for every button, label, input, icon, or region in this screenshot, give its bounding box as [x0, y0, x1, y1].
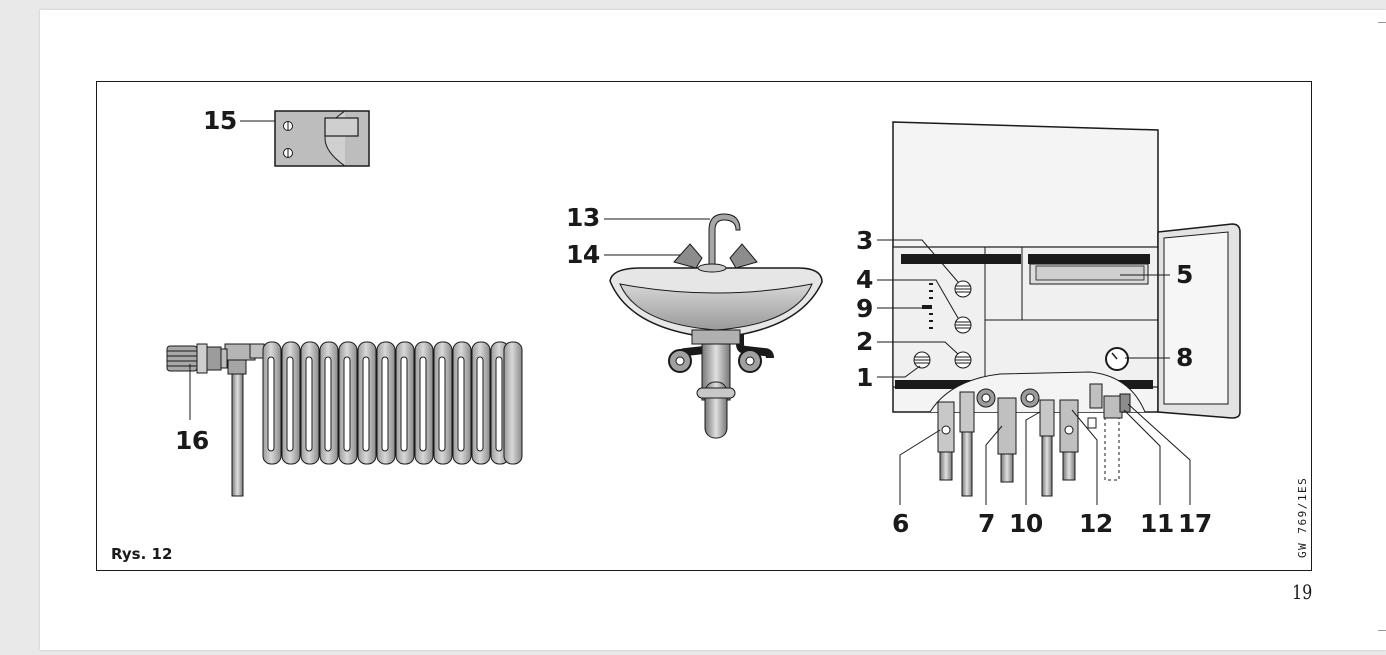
washbasin — [609, 213, 823, 439]
callout-9: 9 — [856, 294, 873, 323]
callout-2: 2 — [856, 327, 873, 356]
callout-7: 7 — [978, 509, 995, 538]
callout-14: 14 — [566, 240, 600, 269]
callout-4: 4 — [856, 265, 873, 294]
callout-17: 17 — [1178, 509, 1212, 538]
room-thermostat — [274, 110, 370, 167]
callout-11: 11 — [1140, 509, 1174, 538]
figure-caption: Rys. 12 — [111, 545, 173, 563]
boiler-unit — [892, 121, 1241, 497]
callout-6: 6 — [892, 509, 909, 538]
page-number: 19 — [1292, 580, 1313, 604]
crop-mark — [1378, 22, 1386, 23]
callout-10: 10 — [1009, 509, 1043, 538]
callout-15: 15 — [203, 106, 237, 135]
crop-mark — [1378, 630, 1386, 631]
thermostatic-valve-head — [166, 343, 228, 374]
callout-leaders — [189, 120, 1191, 505]
callout-8: 8 — [1176, 343, 1193, 372]
callout-1: 1 — [856, 363, 873, 392]
radiator — [166, 341, 523, 497]
callout-3: 3 — [856, 226, 873, 255]
figure-code: GW 769/1ES — [1296, 476, 1309, 558]
callout-16: 16 — [175, 426, 209, 455]
callout-12: 12 — [1079, 509, 1113, 538]
callout-13: 13 — [566, 203, 600, 232]
callout-5: 5 — [1176, 260, 1193, 289]
